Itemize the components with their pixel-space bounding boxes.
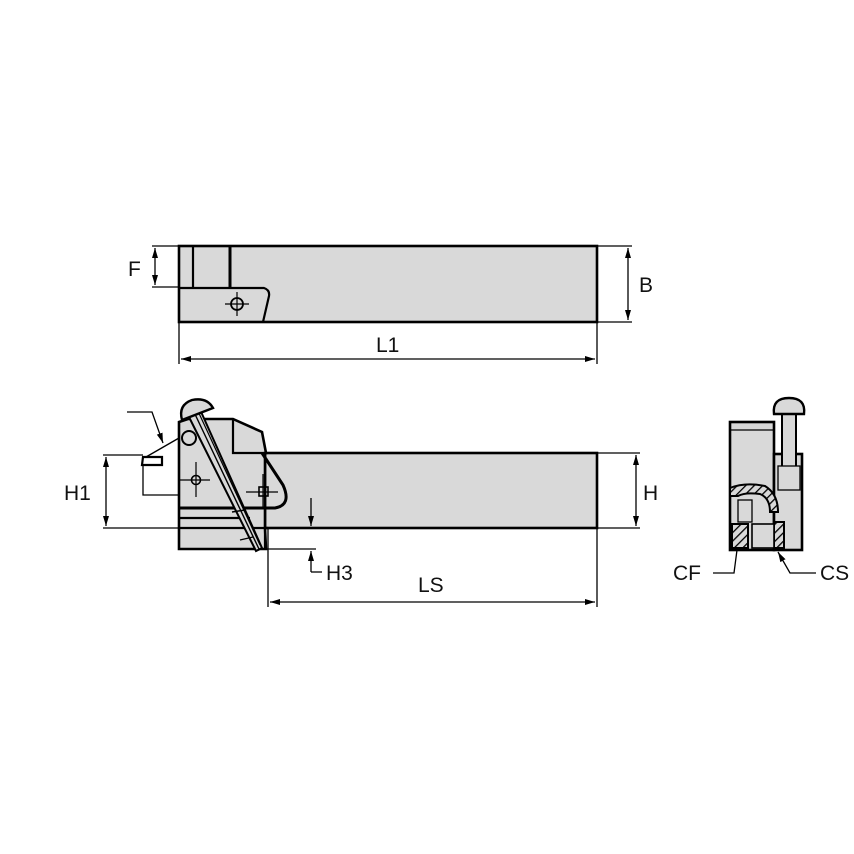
dimension-h: H: [597, 452, 658, 529]
head-notch: [231, 420, 266, 455]
screw-hole-icon: [246, 474, 278, 508]
end-view: CF CS: [673, 396, 849, 585]
label-l1: L1: [376, 334, 399, 357]
hatched-section-cf: [729, 483, 780, 513]
end-view-pocket: [737, 499, 753, 523]
end-view-nut: [777, 465, 801, 491]
side-view-shank: [263, 451, 599, 530]
pin-icon: [181, 430, 197, 446]
insert-edge: [140, 455, 164, 467]
hatched-section-cf-lower: [731, 523, 749, 549]
screw-hole-icon: [180, 462, 210, 497]
dimension-h1: H1: [64, 454, 179, 529]
label-cf: CF: [673, 562, 701, 585]
dimension-f: F: [128, 245, 180, 288]
screw-head-icon: [772, 396, 806, 416]
top-view-body: [177, 244, 599, 324]
leader-line: [145, 437, 180, 458]
side-view: H1 H H3 LS: [64, 398, 658, 607]
insert-outline: [142, 465, 179, 496]
label-h1: H1: [64, 482, 91, 505]
end-view-pocket: [751, 523, 775, 549]
top-view-clamp: [179, 286, 271, 323]
label-f: F: [128, 258, 141, 281]
clamp-arm: [179, 452, 288, 510]
dimension-b: B: [597, 245, 653, 323]
label-ls: LS: [418, 574, 444, 597]
dimension-l1: L1: [178, 322, 598, 364]
hatched-section-cs: [773, 521, 785, 549]
leader-arrow: [127, 411, 164, 444]
top-view: F B L1: [128, 244, 653, 364]
label-cs: CS: [820, 562, 849, 585]
callout-cf: CF: [673, 549, 738, 585]
label-h: H: [643, 482, 658, 505]
label-b: B: [639, 274, 653, 297]
label-h3: H3: [326, 562, 353, 585]
end-view-screw: [781, 409, 797, 471]
callout-cs: CS: [777, 551, 849, 585]
dimension-ls: LS: [267, 528, 598, 607]
screw-hole-icon: [225, 292, 249, 316]
clamp-screw-icon: [179, 398, 264, 553]
dimension-h3: H3: [265, 498, 353, 585]
